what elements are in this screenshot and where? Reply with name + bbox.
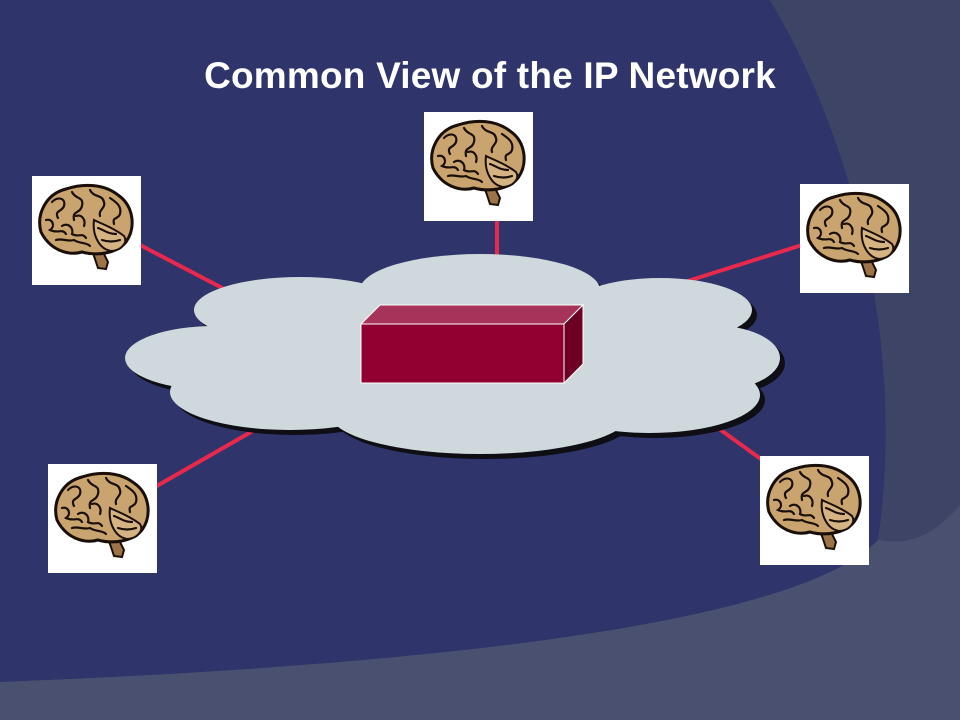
brain-node-lower-left bbox=[48, 464, 157, 573]
router-box-top bbox=[359, 304, 585, 325]
brain-node-lower-right bbox=[760, 456, 869, 565]
brain-node-upper-left bbox=[32, 176, 141, 285]
brain-icon bbox=[766, 463, 862, 551]
router-box bbox=[359, 303, 585, 385]
brain-node-upper-right bbox=[800, 184, 909, 293]
slide-title: Common View of the IP Network bbox=[204, 54, 776, 96]
background-swoosh-lower bbox=[0, 505, 960, 720]
background-swoosh-shadow bbox=[770, 0, 960, 542]
link-line-lower-right bbox=[716, 426, 767, 464]
brain-icon bbox=[54, 471, 150, 559]
brain-icon bbox=[806, 191, 902, 279]
link-line-lower-left bbox=[153, 426, 260, 489]
link-line-upper-left bbox=[138, 243, 232, 294]
router-box-front bbox=[360, 323, 565, 384]
link-lines bbox=[138, 216, 804, 489]
brain-node-top bbox=[424, 112, 533, 221]
link-line-upper-right bbox=[670, 243, 804, 288]
brain-icon bbox=[38, 183, 134, 271]
brain-icon bbox=[430, 119, 526, 207]
